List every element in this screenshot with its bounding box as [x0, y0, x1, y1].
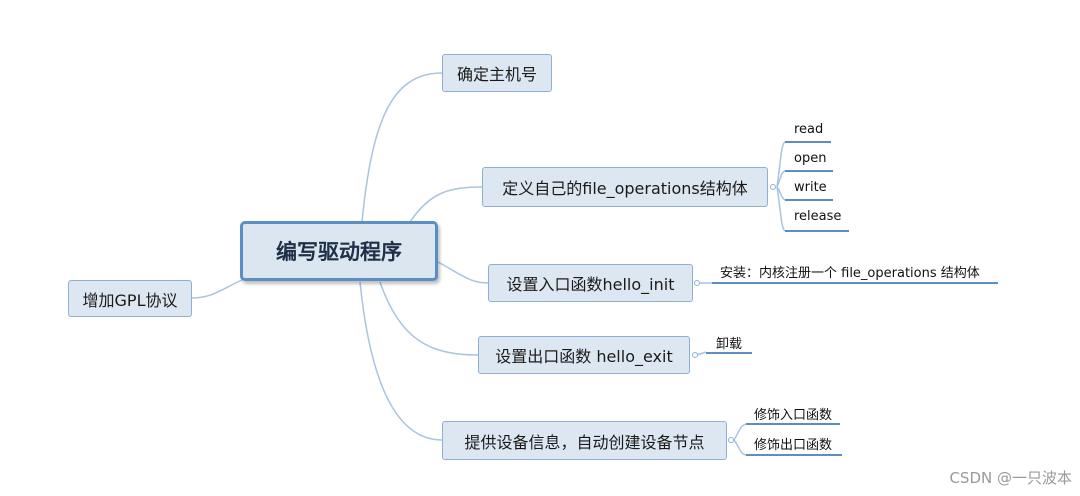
- collapse-toggle-device[interactable]: [728, 437, 734, 443]
- connector-root-init: [437, 261, 489, 284]
- leaf-write[interactable]: write: [794, 180, 827, 195]
- collapse-toggle-file-ops[interactable]: [770, 184, 776, 190]
- connector-root-fileops: [409, 186, 483, 223]
- topic-hello-exit[interactable]: 设置出口函数 hello_exit: [478, 336, 690, 374]
- note-init-install[interactable]: 安装：内核注册一个 file_operations 结构体: [720, 266, 980, 281]
- leaf-underline-open: [785, 170, 833, 172]
- leaf-underline-read: [785, 141, 831, 143]
- topic-device-info[interactable]: 提供设备信息，自动创建设备节点: [442, 421, 727, 460]
- leaf-modify-init[interactable]: 修饰入口函数: [754, 408, 833, 423]
- connector-root-major: [361, 72, 443, 223]
- note-exit-uninstall[interactable]: 卸载: [716, 337, 743, 352]
- topic-gpl-license[interactable]: 增加GPL协议: [68, 280, 192, 317]
- collapse-toggle-exit[interactable]: [692, 352, 698, 358]
- watermark: CSDN @一只波本: [949, 469, 1072, 487]
- leaf-open[interactable]: open: [794, 151, 827, 166]
- connector-root-device: [359, 281, 443, 441]
- note-underline-init: [712, 282, 998, 284]
- leaf-underline-modify-init: [746, 423, 840, 425]
- connector-root-exit: [379, 281, 479, 356]
- topic-hello-init[interactable]: 设置入口函数hello_init: [488, 264, 693, 302]
- leaf-modify-exit[interactable]: 修饰出口函数: [754, 438, 833, 453]
- topic-major-number[interactable]: 确定主机号: [442, 54, 552, 92]
- connector-fileops-release: [776, 186, 786, 232]
- leaf-underline-release: [785, 230, 849, 232]
- note-underline-exit: [706, 352, 752, 354]
- connector-fileops-read: [776, 141, 786, 188]
- collapse-toggle-init[interactable]: [694, 280, 700, 286]
- connector-fileops-open: [776, 170, 786, 188]
- leaf-read[interactable]: read: [794, 122, 824, 137]
- leaf-release[interactable]: release: [794, 209, 842, 224]
- connector-device-item2: [733, 439, 747, 456]
- root-topic[interactable]: 编写驱动程序: [240, 221, 438, 281]
- topic-file-operations[interactable]: 定义自己的file_operations结构体: [482, 167, 768, 207]
- leaf-underline-modify-exit: [746, 454, 842, 456]
- connector-root-left: [191, 279, 243, 299]
- connector-device-item1: [733, 423, 747, 441]
- leaf-underline-write: [785, 199, 833, 201]
